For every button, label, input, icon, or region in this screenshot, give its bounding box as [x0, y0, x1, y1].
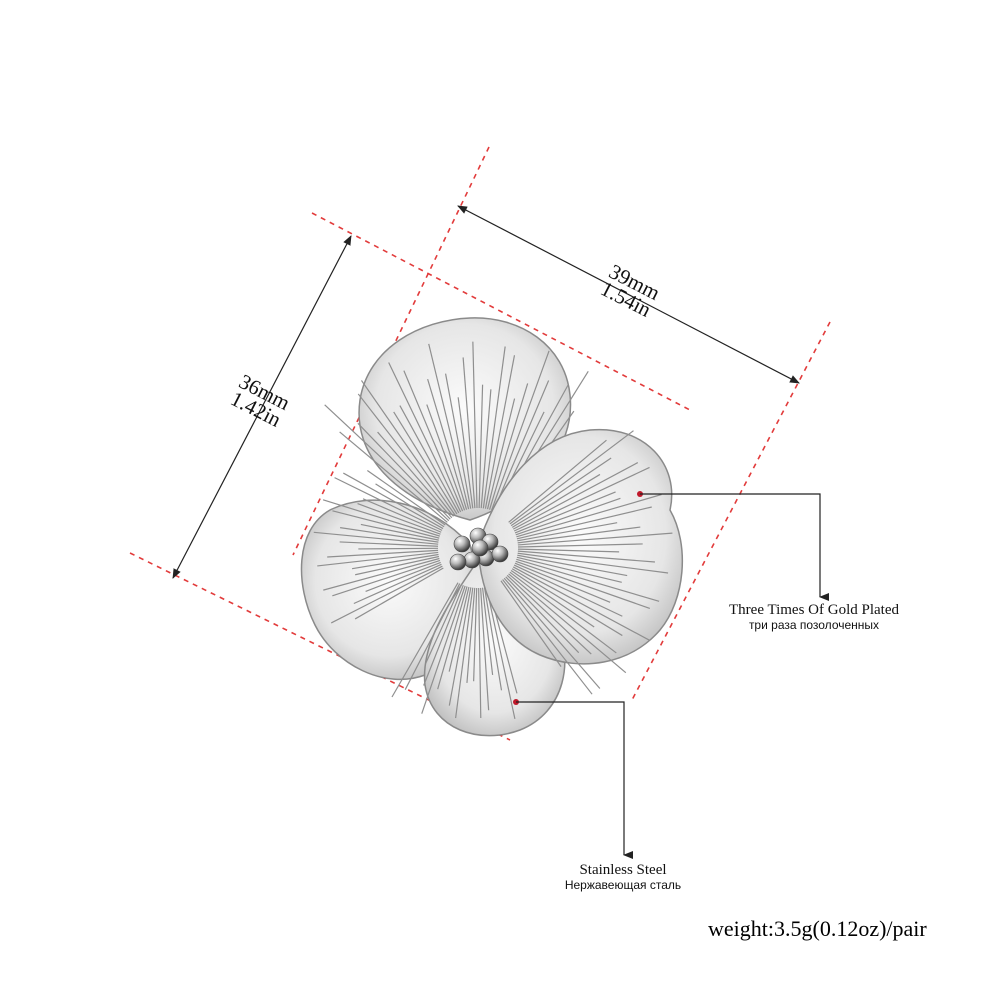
center-beads	[449, 527, 509, 571]
plating-label-ru: три раза позолоченных	[748, 618, 880, 632]
petal-left	[300, 470, 477, 681]
flower-earring-image	[300, 317, 684, 737]
petal-top	[324, 317, 589, 523]
guide-line-right	[631, 321, 831, 701]
petal-right	[477, 428, 684, 695]
material-label-ru: Нержавеющая сталь	[564, 878, 682, 892]
material-callout: Stainless Steel Нержавеющая сталь	[548, 862, 698, 892]
plating-callout: Three Times Of Gold Plated три раза позо…	[700, 602, 928, 632]
callout-material-leader	[513, 699, 633, 859]
weight-label: weight:3.5g(0.12oz)/pair	[708, 916, 927, 941]
callout-plating-leader	[637, 491, 829, 601]
height-dimension-arrow	[172, 235, 352, 579]
width-dimension-arrow	[457, 205, 800, 384]
material-label-en: Stainless Steel	[579, 862, 667, 878]
plating-label-en: Three Times Of Gold Plated	[729, 602, 899, 618]
